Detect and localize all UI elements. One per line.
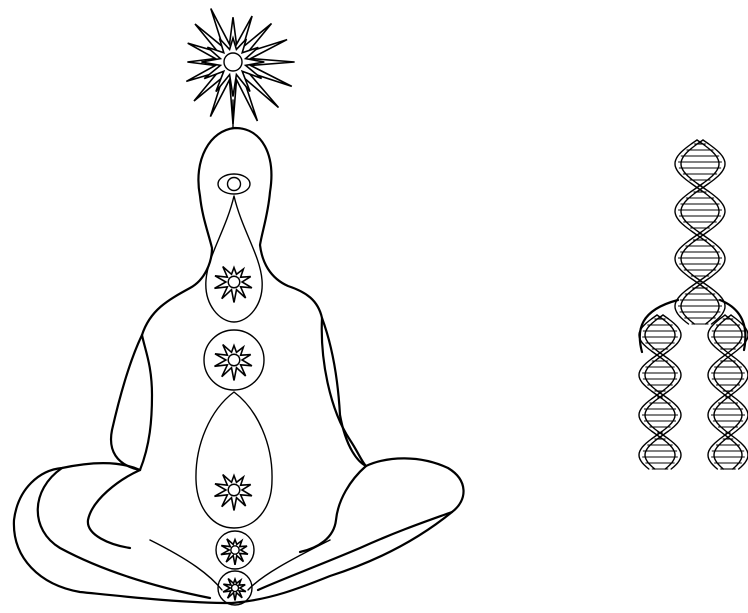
- meditating-figure: [14, 9, 464, 606]
- helix-upper: [675, 140, 725, 324]
- dna-double-helix: [639, 140, 748, 469]
- helix-lower-right: [708, 315, 748, 469]
- crown-star-icon: [186, 9, 294, 125]
- helix-lower-left: [639, 315, 681, 469]
- helix-split-curve: [640, 300, 746, 352]
- left-shoulder-line: [111, 335, 142, 470]
